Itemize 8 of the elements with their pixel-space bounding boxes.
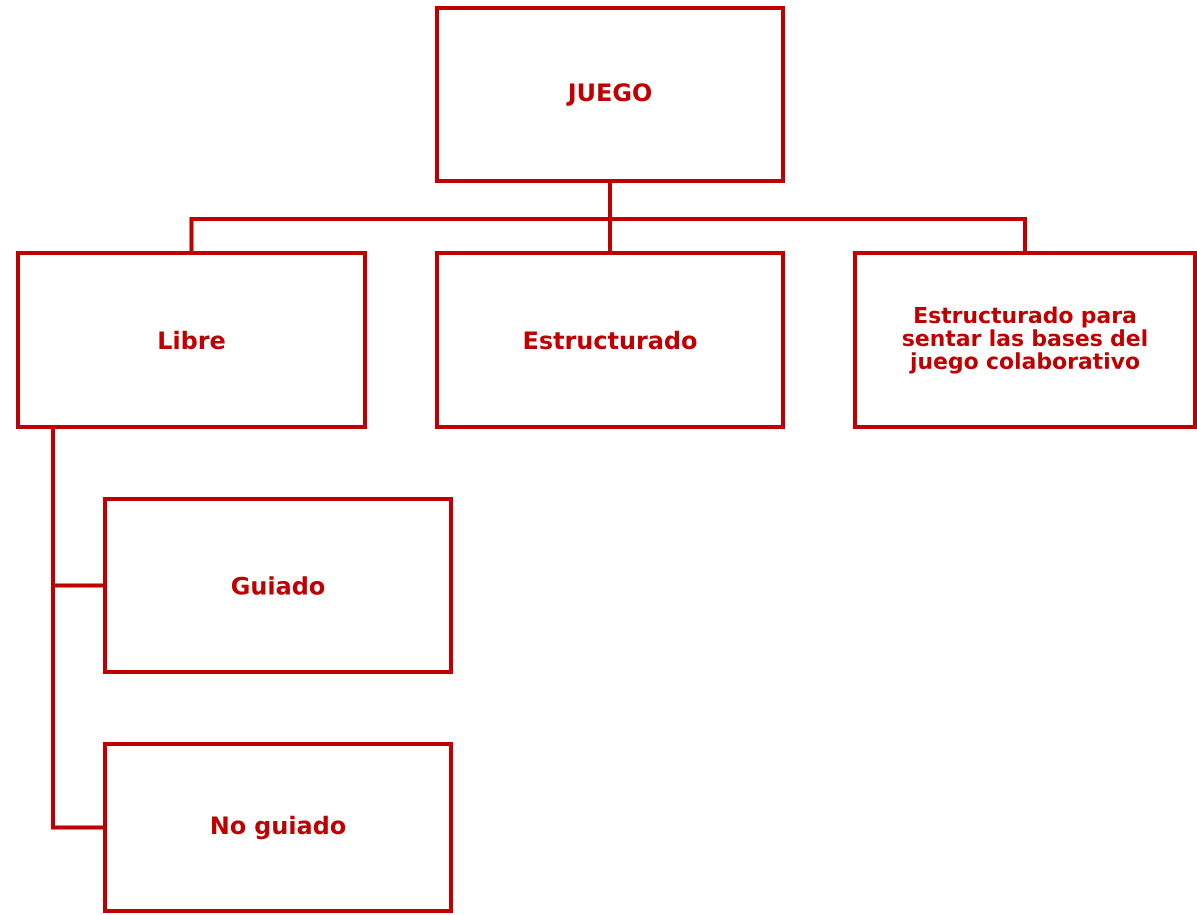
category-box: Estructurado	[435, 251, 785, 429]
connector-line	[51, 429, 103, 830]
category-box: No guiado	[103, 742, 453, 913]
category-box: Estructurado para sentar las bases del juego colaborativo	[853, 251, 1197, 429]
category-box: JUEGO	[435, 6, 785, 183]
connector-line	[608, 183, 1027, 251]
category-box: Libre	[16, 251, 367, 429]
category-box: Guiado	[103, 497, 453, 674]
